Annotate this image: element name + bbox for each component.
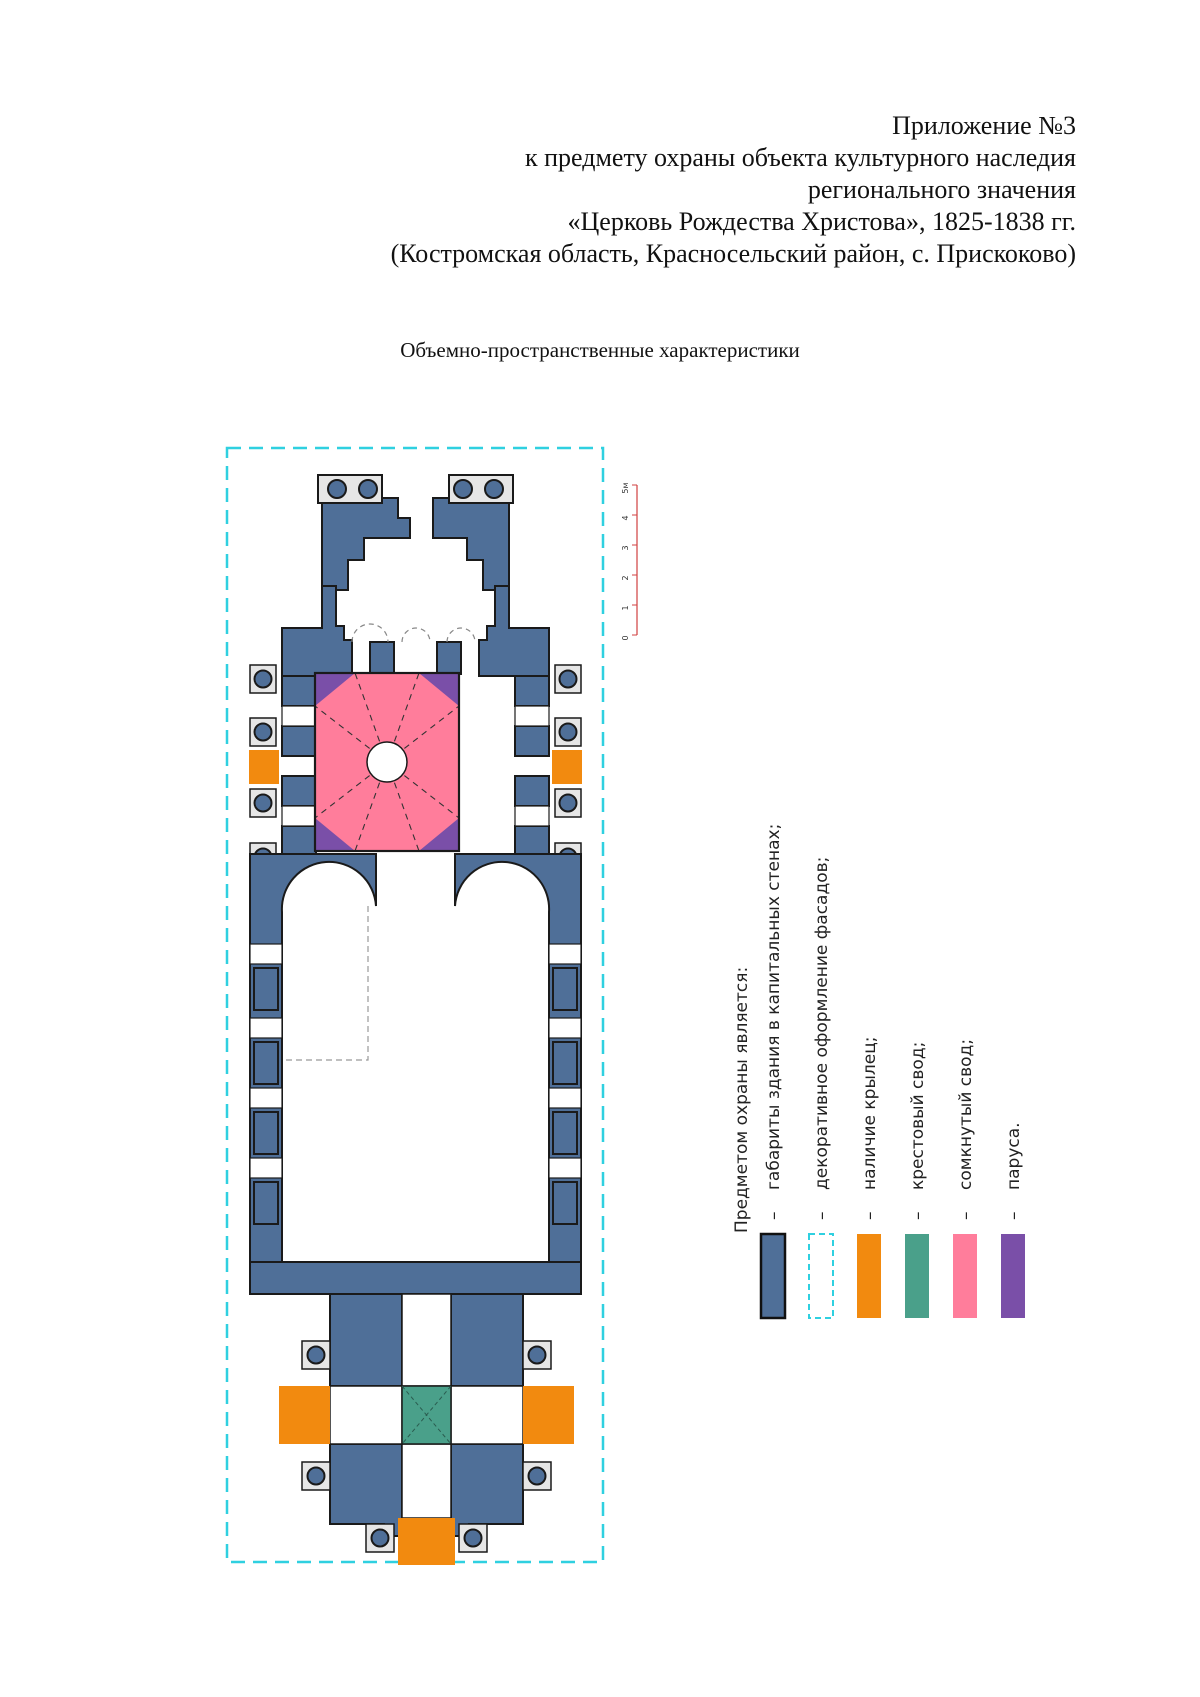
legend-label: габариты здания в капитальных стенах; xyxy=(764,824,784,1190)
narthex-walls xyxy=(281,497,550,677)
legend-dash: – xyxy=(812,1212,832,1221)
porch-south-central xyxy=(552,750,582,784)
legend-dash: – xyxy=(908,1212,928,1221)
legend-label: декоративное оформление фасадов; xyxy=(812,857,832,1190)
legend-swatch xyxy=(953,1234,977,1318)
porch-north-tower xyxy=(279,1386,330,1444)
bell-tower-walls xyxy=(329,1293,524,1537)
cross-vault-diagonals xyxy=(401,1385,452,1445)
legend-dash: – xyxy=(860,1212,880,1221)
scale-tick-label: 3 xyxy=(621,545,630,550)
narthex-openings xyxy=(351,623,476,643)
nave-pilasters xyxy=(253,967,578,1225)
legend-dash: – xyxy=(1004,1212,1024,1221)
legend-label: крестовый свод; xyxy=(908,1042,928,1190)
legend-swatch xyxy=(808,1233,834,1319)
dome-oculus xyxy=(366,741,408,783)
legend-dash: – xyxy=(956,1212,976,1221)
scale-tick-label: 0 xyxy=(621,635,630,640)
porch-south-tower xyxy=(523,1386,574,1444)
document-header: Приложение №3 к предмету охраны объекта … xyxy=(216,110,1076,270)
header-line-appendix: Приложение №3 xyxy=(892,111,1076,140)
bell-tower-columns xyxy=(301,1340,552,1553)
central-porch-columns xyxy=(249,664,582,872)
scale-tick-label: 5м xyxy=(621,482,630,493)
nave-walls xyxy=(249,853,582,1295)
legend-label: наличие крылец; xyxy=(860,1036,880,1190)
scale-tick-label: 1 xyxy=(621,605,630,610)
legend-swatch xyxy=(905,1234,929,1318)
central-square-outline xyxy=(313,671,461,853)
scale-bar: 0 1 2 3 4 5м xyxy=(621,482,638,641)
legend-swatch xyxy=(857,1234,881,1318)
legend-label: паруса. xyxy=(1004,1122,1024,1190)
scale-tick-label: 4 xyxy=(621,515,630,520)
legend-dash: – xyxy=(764,1212,784,1221)
drawing-subtitle: Объемно-пространственные характеристики xyxy=(400,338,800,362)
header-line-object-name: «Церковь Рождества Христова», 1825-1838 … xyxy=(567,207,1076,236)
legend-swatch xyxy=(1001,1234,1025,1318)
scale-tick-label: 2 xyxy=(621,575,630,580)
legend: Предметом охраны является: – габариты зда… xyxy=(732,824,1025,1320)
central-walls xyxy=(281,675,550,855)
nave-window-openings xyxy=(249,943,582,1179)
nave-dashed-partition xyxy=(282,906,369,1061)
legend-label: сомкнутый свод; xyxy=(956,1039,976,1190)
legend-heading: Предметом охраны является: xyxy=(732,967,752,1233)
header-line-significance: регионального значения xyxy=(807,175,1076,204)
bell-tower-passages xyxy=(329,1293,524,1519)
porch-north-central xyxy=(249,750,279,784)
legend-swatch xyxy=(759,1232,787,1320)
narthex-columns xyxy=(317,474,514,504)
header-line-subject: к предмету охраны объекта культурного на… xyxy=(524,143,1076,172)
porch-west-tower xyxy=(398,1518,455,1565)
header-line-location: (Костромская область, Красносельский рай… xyxy=(390,239,1076,268)
central-window-jambs xyxy=(281,705,550,827)
